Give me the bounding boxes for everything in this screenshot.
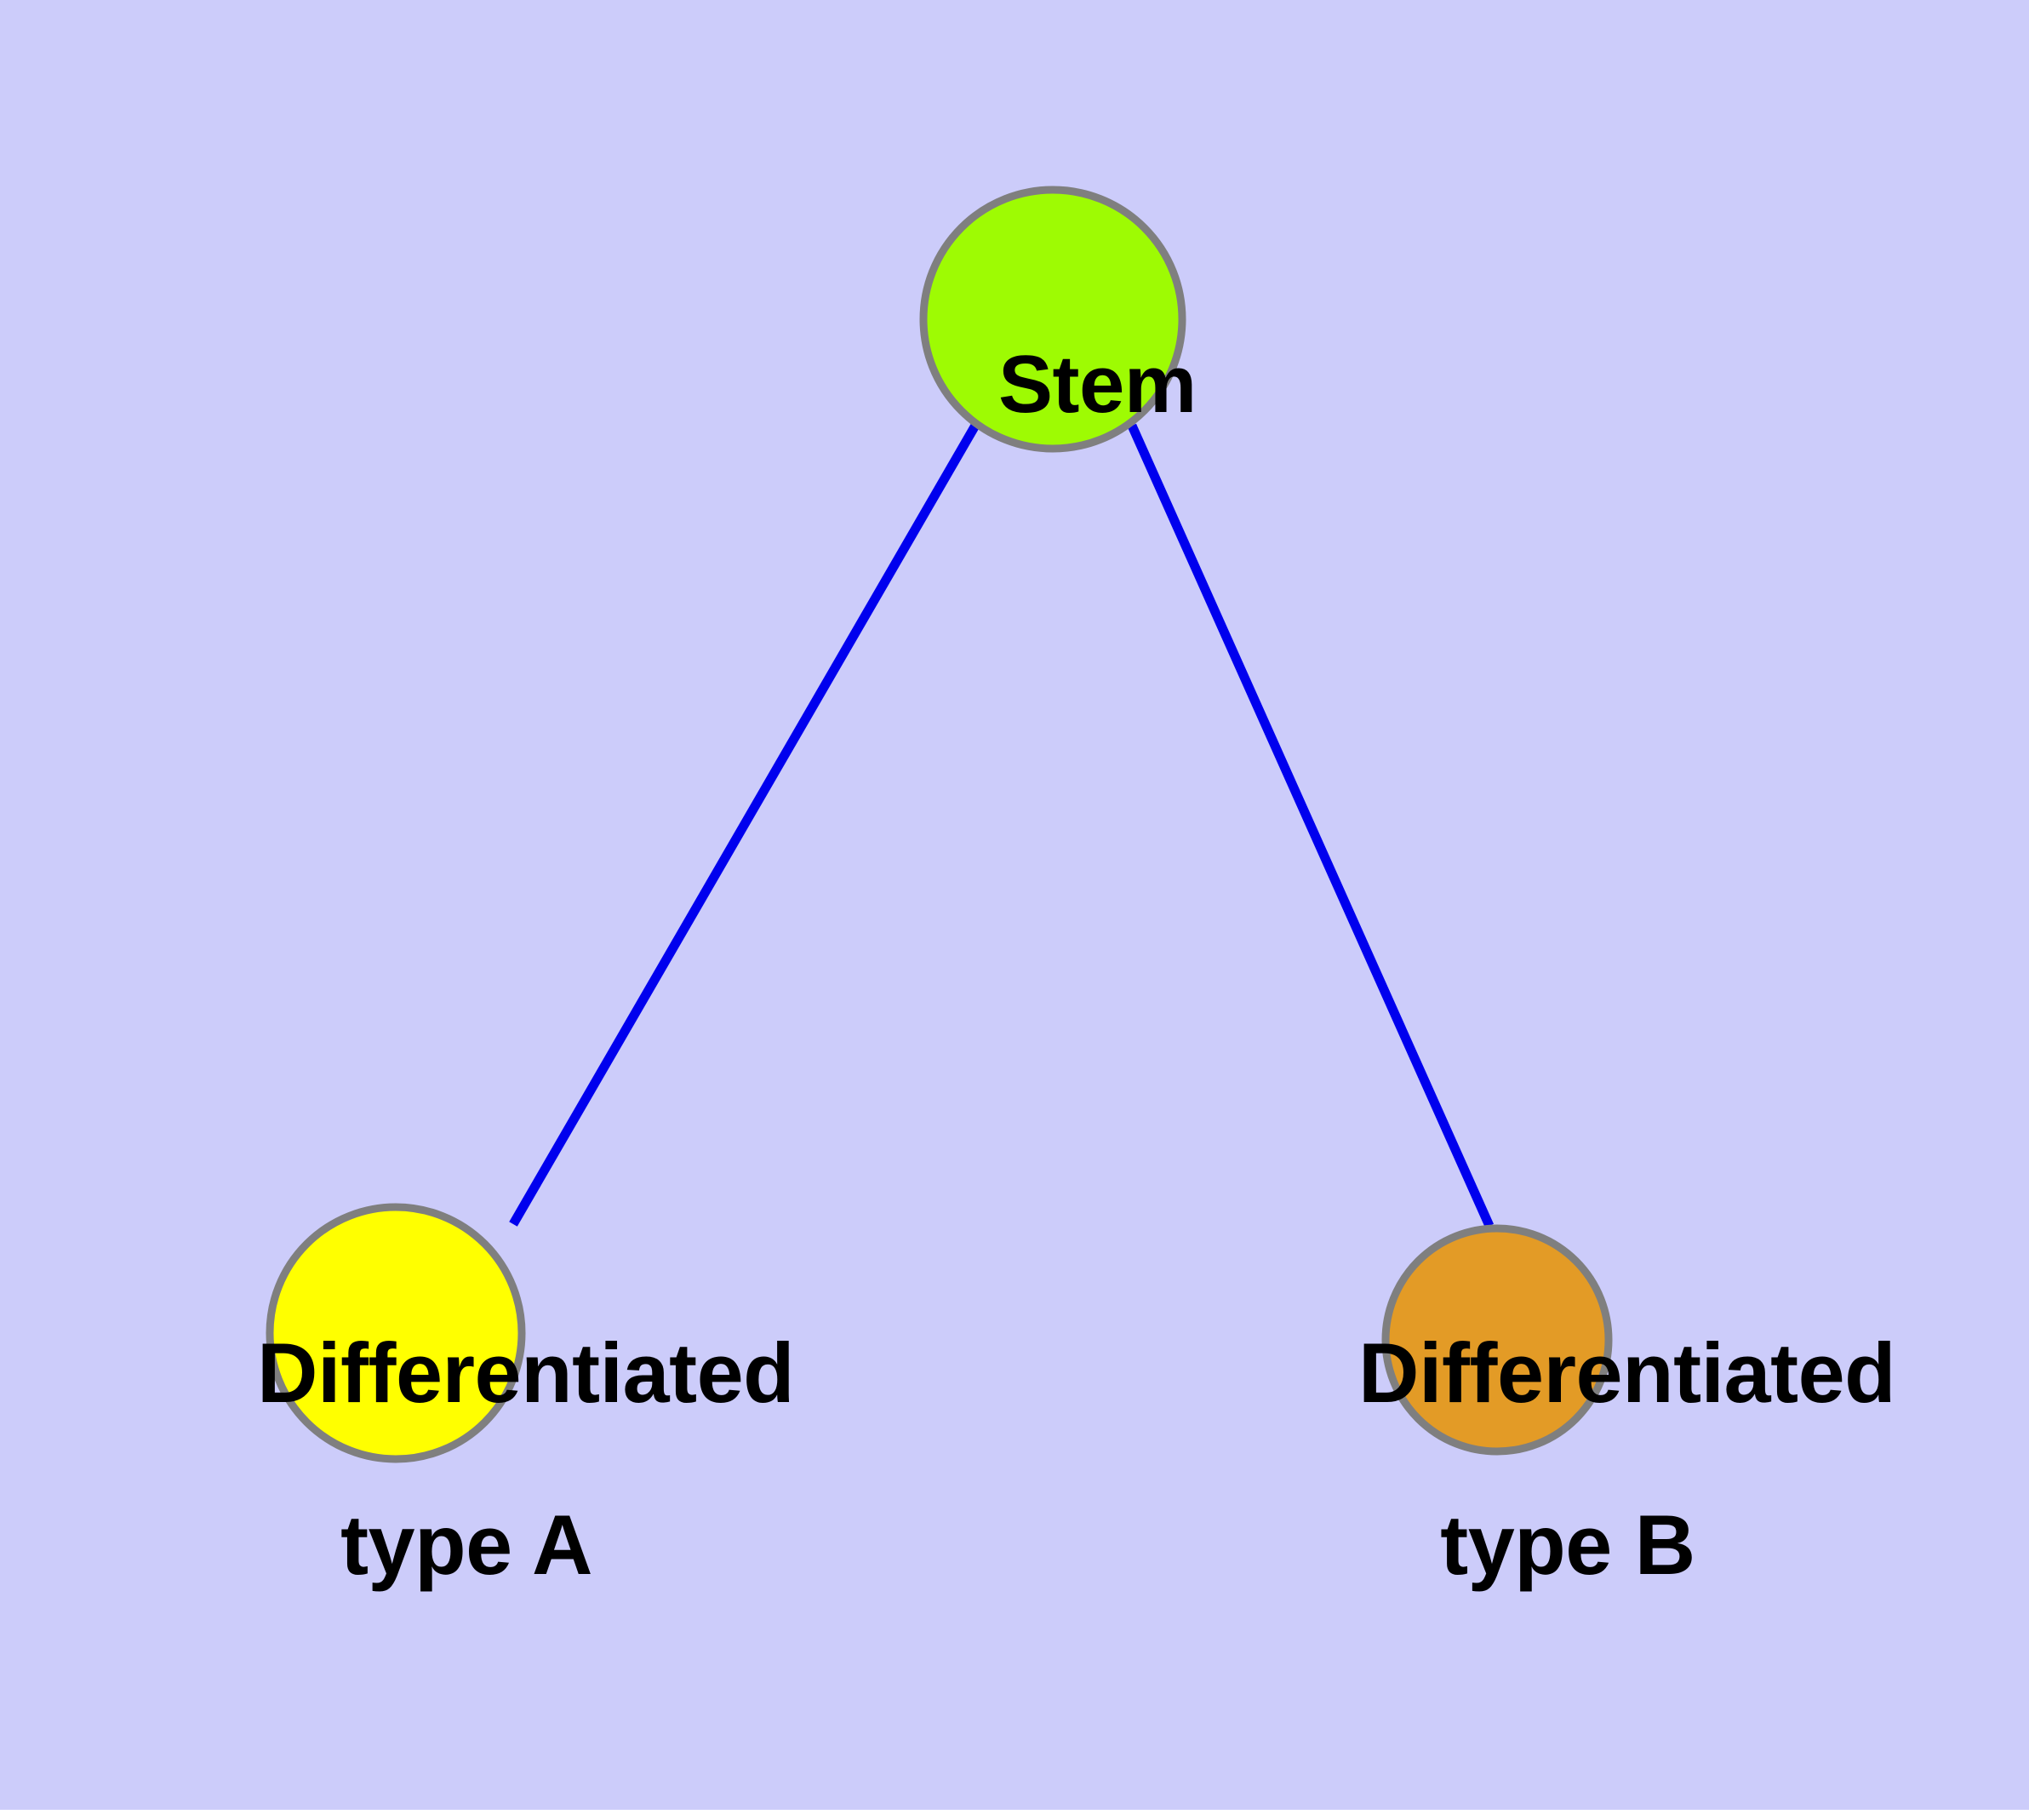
edge-stem-to-differentiated-type-a[interactable] — [509, 421, 980, 1227]
node-stem[interactable] — [919, 186, 1186, 453]
node-group — [266, 186, 1613, 1463]
edge-group — [509, 421, 1495, 1228]
node-differentiated-type-b[interactable] — [1381, 1224, 1613, 1456]
edge-stem-to-differentiated-type-b[interactable] — [1127, 423, 1495, 1228]
node-differentiated-type-a[interactable] — [266, 1203, 526, 1463]
